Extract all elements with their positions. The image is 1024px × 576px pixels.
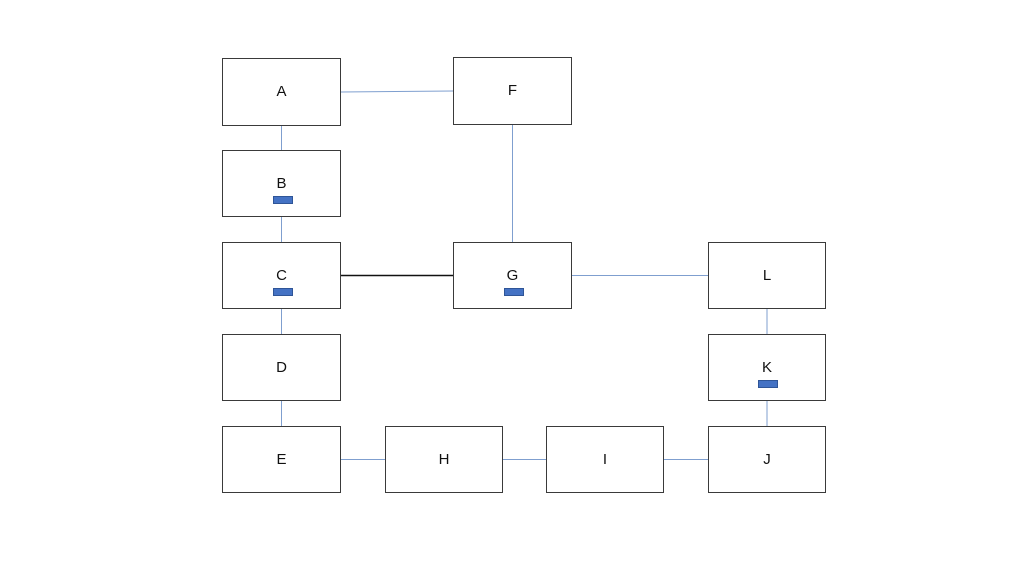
node-i[interactable]: I: [546, 426, 664, 493]
node-h[interactable]: H: [385, 426, 503, 493]
status-marker: [503, 288, 524, 296]
node-label: A: [276, 83, 287, 100]
node-label: I: [602, 451, 608, 468]
node-label: F: [507, 82, 518, 99]
node-label: B: [276, 175, 287, 192]
status-marker: [272, 288, 293, 296]
node-b[interactable]: B: [222, 150, 341, 217]
node-c[interactable]: C: [222, 242, 341, 309]
node-label: C: [276, 267, 287, 284]
node-label: H: [438, 451, 450, 468]
node-label: J: [763, 451, 771, 468]
status-marker: [272, 196, 293, 204]
node-g[interactable]: G: [453, 242, 572, 309]
node-d[interactable]: D: [222, 334, 341, 401]
node-f[interactable]: F: [453, 57, 572, 125]
node-label: L: [762, 267, 772, 284]
node-label: K: [761, 359, 772, 376]
node-k[interactable]: K: [708, 334, 826, 401]
status-marker: [758, 380, 778, 388]
node-label: E: [276, 451, 287, 468]
node-label: G: [506, 267, 519, 284]
node-e[interactable]: E: [222, 426, 341, 493]
node-label: D: [276, 359, 287, 376]
node-j[interactable]: J: [708, 426, 826, 493]
node-a[interactable]: A: [222, 58, 341, 126]
node-l[interactable]: L: [708, 242, 826, 309]
edge-a-f: [340, 90, 454, 93]
